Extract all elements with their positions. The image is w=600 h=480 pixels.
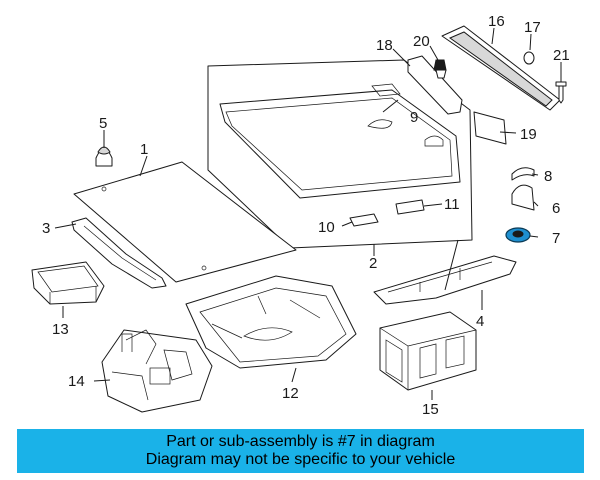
callout-20: 20 — [413, 33, 430, 50]
part-7-highlighted — [505, 227, 531, 243]
callout-13: 13 — [52, 321, 69, 338]
part-3-side-trim — [71, 217, 167, 289]
part-12-storage-tub — [185, 275, 357, 369]
callout-21: 21 — [553, 47, 570, 64]
callout-9: 9 — [410, 109, 418, 126]
callout-4: 4 — [476, 313, 484, 330]
part-2-assembly — [207, 59, 473, 249]
callout-18: 18 — [376, 37, 393, 54]
callout-3: 3 — [42, 220, 50, 237]
callout-17: 17 — [524, 19, 541, 36]
callout-15: 15 — [422, 401, 439, 418]
callout-6: 6 — [552, 200, 560, 217]
part-17-plug — [523, 51, 535, 65]
part-13-tray — [31, 261, 105, 305]
callout-14: 14 — [68, 373, 85, 390]
callout-2: 2 — [369, 255, 377, 272]
callout-19: 19 — [520, 126, 537, 143]
callout-16: 16 — [488, 13, 505, 30]
callout-5: 5 — [99, 115, 107, 132]
callout-12: 12 — [282, 385, 299, 402]
banner-line-2: Diagram may not be specific to your vehi… — [145, 451, 456, 468]
part-18-bracket — [407, 55, 463, 115]
part-8-cap — [511, 167, 535, 181]
banner-line-1: Part or sub-assembly is #7 in diagram — [166, 433, 435, 450]
callout-10: 10 — [318, 219, 335, 236]
leader-lines — [54, 27, 562, 400]
info-banner: Part or sub-assembly is #7 in diagram Di… — [17, 429, 584, 473]
callout-11: 11 — [444, 196, 460, 213]
part-1-floor-mat — [73, 161, 297, 283]
callout-7: 7 — [552, 230, 560, 247]
part-6-cover — [511, 184, 535, 211]
callout-8: 8 — [544, 168, 552, 185]
part-14-tool-tray — [101, 329, 213, 413]
part-5-lashing-eye — [95, 146, 113, 167]
callout-labels: 1 2 3 4 5 6 7 8 9 10 11 12 13 14 15 16 1… — [42, 13, 570, 418]
part-20-clip — [433, 59, 447, 79]
part-15-crate — [379, 311, 477, 391]
callout-1: 1 — [140, 141, 148, 158]
part-21-screw — [555, 81, 567, 104]
part-4-sill-trim — [373, 255, 517, 305]
part-19-bracket — [473, 111, 507, 145]
